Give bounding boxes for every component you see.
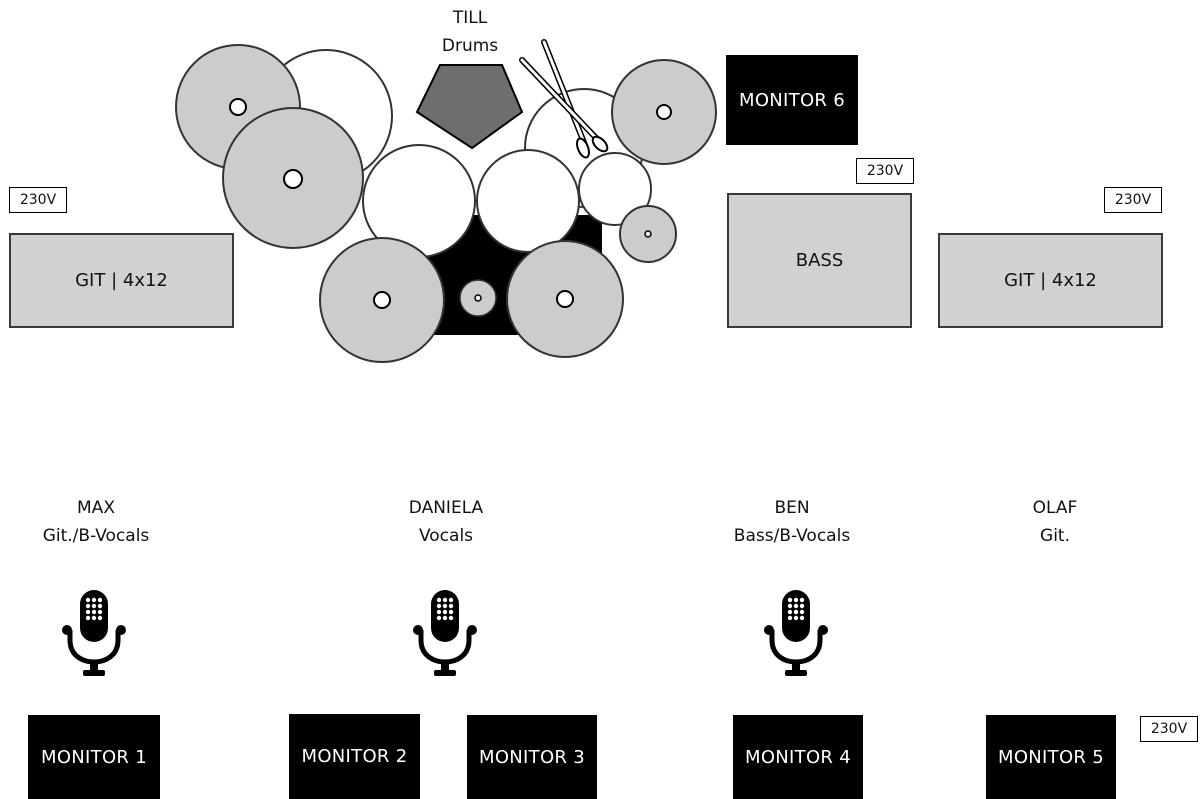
performer-role: Git./B-Vocals — [42, 526, 150, 546]
microphone-icon — [764, 590, 828, 676]
microphone-icon — [413, 590, 477, 676]
power-label-right: 230V — [1104, 187, 1162, 213]
cymbal-bell — [229, 98, 247, 116]
drumsticks-icon — [519, 39, 609, 159]
power-label-bottom: 230V — [1140, 716, 1198, 742]
monitor-3: MONITOR 3 — [467, 715, 597, 799]
guitar-amp-right: GIT | 4x12 — [938, 233, 1163, 328]
monitor-4: MONITOR 4 — [733, 715, 863, 799]
guitar-amp-left: GIT | 4x12 — [9, 233, 234, 328]
snare — [578, 152, 652, 226]
cymbal-bell — [474, 294, 482, 302]
performer-name: BEN — [774, 498, 810, 518]
power-label-left: 230V — [9, 187, 67, 213]
performer-label-ben: BEN Bass/B-Vocals — [712, 494, 872, 550]
monitor-6: MONITOR 6 — [726, 55, 858, 145]
power-label-bass: 230V — [856, 158, 914, 184]
performer-name: OLAF — [1032, 498, 1078, 518]
tom-2 — [476, 149, 580, 253]
drummer-role: Drums — [441, 36, 499, 56]
performer-name: MAX — [77, 498, 115, 518]
cymbal-bell — [556, 290, 574, 308]
monitor-5: MONITOR 5 — [986, 715, 1116, 799]
drum-throne — [415, 64, 524, 150]
performer-role: Bass/B-Vocals — [733, 526, 851, 546]
performer-role: Vocals — [418, 526, 474, 546]
performer-role: Git. — [1040, 526, 1070, 546]
cymbal-bell — [283, 169, 303, 189]
drummer-name: TILL — [452, 8, 488, 28]
cymbal-bell — [644, 230, 652, 238]
monitor-2: MONITOR 2 — [289, 714, 420, 799]
bass-amp: BASS — [727, 193, 912, 328]
drummer-label: TILL Drums — [420, 4, 520, 60]
performer-name: DANIELA — [408, 498, 484, 518]
performer-label-daniela: DANIELA Vocals — [366, 494, 526, 550]
performer-label-olaf: OLAF Git. — [975, 494, 1135, 550]
performer-label-max: MAX Git./B-Vocals — [16, 494, 176, 550]
microphone-icon — [62, 590, 126, 676]
cymbal-bell — [656, 104, 672, 120]
monitor-1: MONITOR 1 — [28, 715, 160, 799]
cymbal-bell — [373, 291, 391, 309]
